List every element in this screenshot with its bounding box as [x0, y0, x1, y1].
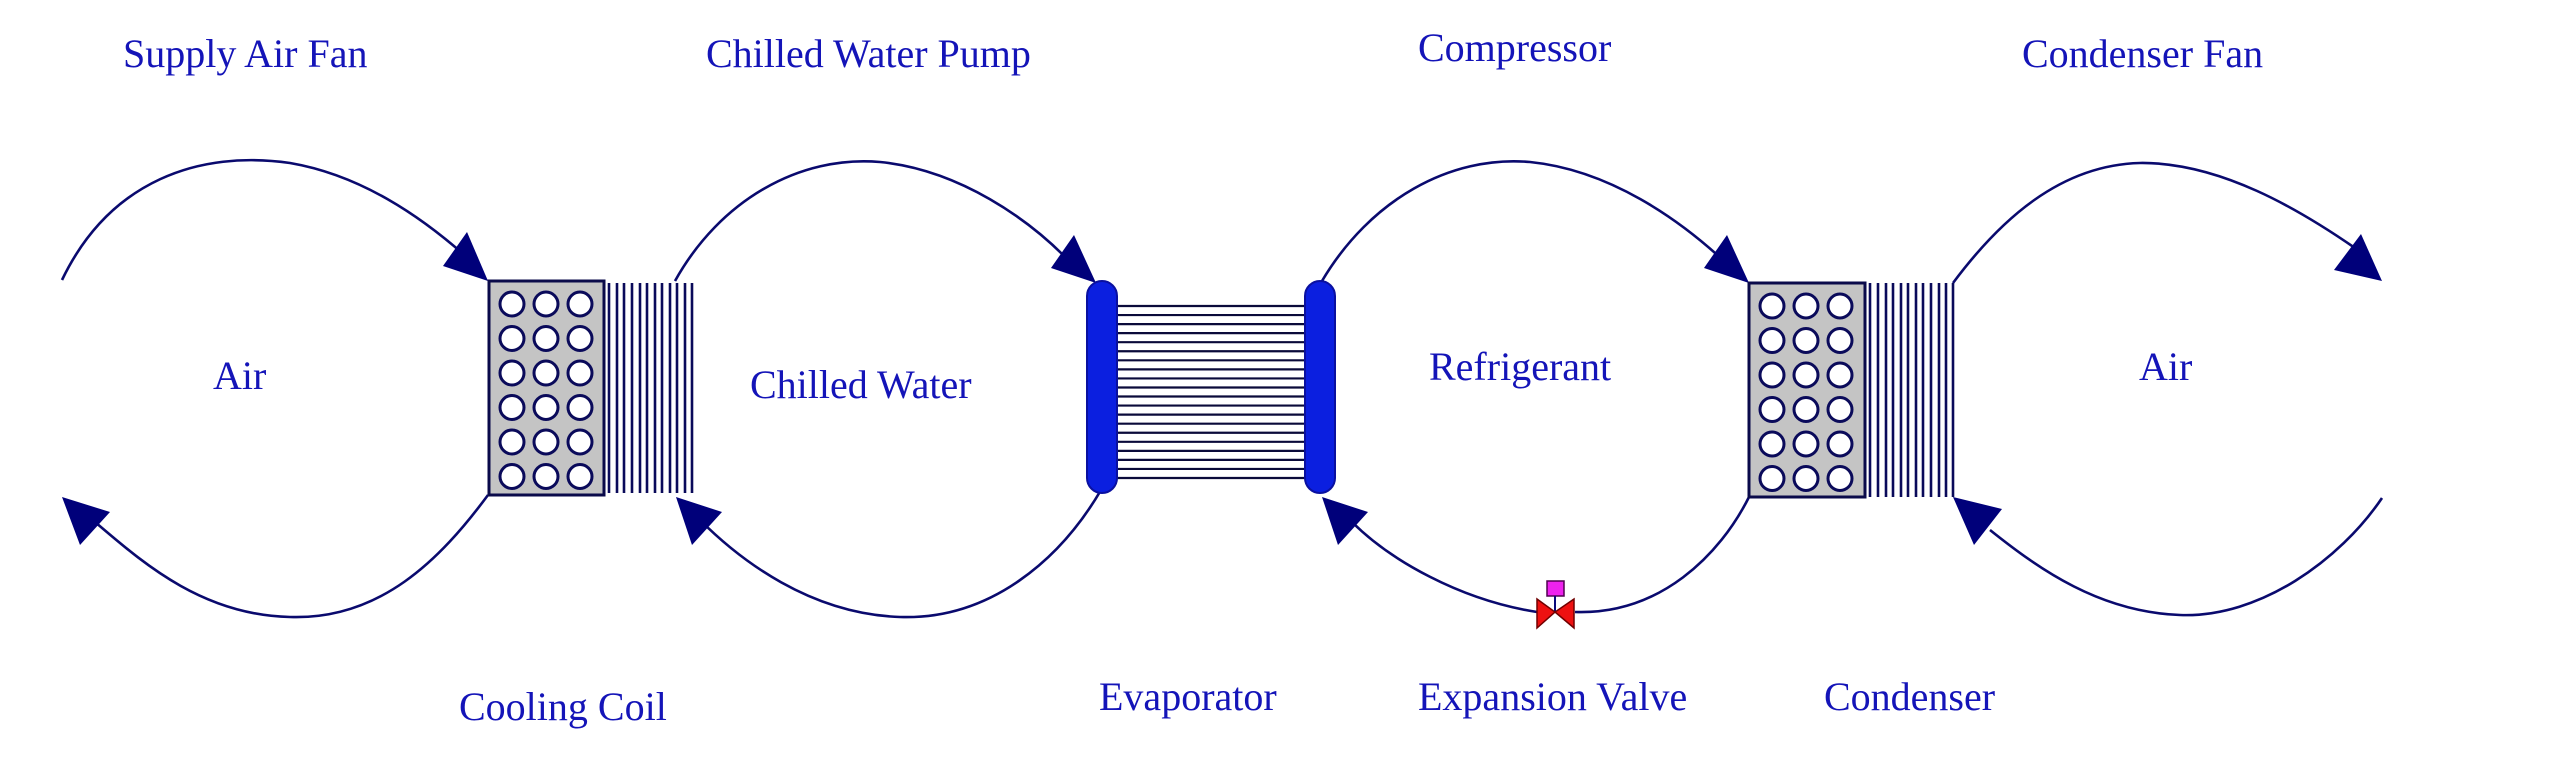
tube-icon — [498, 359, 526, 387]
tube-icon — [1792, 465, 1820, 492]
finned-coil-heat-exchanger-icon — [1747, 281, 1955, 499]
tube-icon — [532, 394, 560, 421]
tube-icon — [1826, 465, 1854, 492]
tube-icon — [532, 359, 560, 387]
cooling-coil — [487, 279, 694, 497]
tube-icon — [498, 290, 526, 318]
tube-icon — [566, 359, 594, 387]
flow-line-air-supply — [60, 158, 471, 281]
arrowhead-icon — [1322, 497, 1368, 545]
tube-icon — [1826, 361, 1854, 389]
arrowhead-icon — [2334, 234, 2382, 281]
flow-line-chilled-water-return — [699, 489, 1103, 619]
cooling-coil-fins — [607, 283, 694, 493]
tube-icon — [532, 428, 560, 456]
flow-line-refrigerant-expanded — [1351, 521, 1538, 614]
arrowhead-icon — [1953, 497, 2002, 545]
tube-icon — [566, 325, 594, 352]
tube-icon — [1758, 327, 1786, 354]
condenser-fins — [1868, 283, 1955, 497]
tube-icon — [566, 394, 594, 421]
tube-icon — [1792, 292, 1820, 320]
tube-icon — [1826, 430, 1854, 458]
evaporator-right-header — [1304, 280, 1336, 494]
tube-icon — [1826, 396, 1854, 423]
tube-icon — [1826, 292, 1854, 320]
finned-coil-heat-exchanger-icon — [487, 279, 694, 497]
label-condenser: Condenser — [1824, 674, 1995, 719]
label-compressor: Compressor — [1418, 25, 1611, 70]
tube-icon — [566, 290, 594, 318]
arrowhead-icon — [443, 232, 488, 281]
flow-line-condenser-air-out — [1951, 161, 2356, 284]
evaporator-left-header — [1086, 280, 1118, 494]
evaporator-tubes — [1113, 304, 1310, 480]
valve-body-right — [1553, 597, 1575, 630]
flow-line-refrigerant-liquid — [1574, 496, 1751, 614]
condenser-air-loop — [1951, 161, 2384, 617]
tube-icon — [1758, 396, 1786, 423]
tube-icon — [1826, 327, 1854, 354]
flow-line-air-return — [94, 494, 490, 619]
evaporator — [1086, 280, 1336, 494]
tube-icon — [498, 325, 526, 352]
tube-icon — [1792, 327, 1820, 354]
tube-icon — [566, 463, 594, 490]
tube-icon — [1758, 430, 1786, 458]
tube-icon — [1758, 292, 1786, 320]
tube-icon — [566, 428, 594, 456]
label-expansion-valve: Expansion Valve — [1418, 674, 1687, 719]
tube-icon — [498, 394, 526, 421]
arrowhead-icon — [1051, 235, 1096, 283]
tube-icon — [1758, 465, 1786, 492]
expansion-valve — [1536, 580, 1575, 630]
refrigerant-loop — [1320, 160, 1751, 614]
tube-icon — [1792, 430, 1820, 458]
label-air-right: Air — [2139, 344, 2192, 389]
label-chilled-water: Chilled Water — [750, 362, 972, 407]
chilled-water-loop — [673, 160, 1103, 619]
label-air-left: Air — [213, 353, 266, 398]
flow-line-chilled-water-supply — [673, 160, 1071, 282]
tube-icon — [498, 463, 526, 490]
tube-icon — [532, 463, 560, 490]
label-supply-air-fan: Supply Air Fan — [123, 31, 367, 76]
tube-icon — [1758, 361, 1786, 389]
valve-icon — [1536, 580, 1575, 630]
tube-icon — [1792, 396, 1820, 423]
label-refrigerant: Refrigerant — [1429, 344, 1611, 389]
arrowhead-icon — [676, 497, 722, 545]
cooling-coil-tubes — [498, 290, 594, 490]
arrowhead-icon — [62, 497, 110, 545]
tube-icon — [532, 325, 560, 352]
arrowhead-icon — [1704, 235, 1749, 283]
valve-actuator — [1546, 580, 1565, 597]
flow-line-refrigerant-discharge — [1320, 160, 1726, 282]
flow-line-condenser-air-in — [1989, 497, 2384, 617]
label-evaporator: Evaporator — [1099, 674, 1277, 719]
condenser — [1747, 281, 1955, 499]
tube-icon — [498, 428, 526, 456]
label-cooling-coil: Cooling Coil — [459, 684, 667, 729]
shell-and-tube-heat-exchanger-icon — [1086, 280, 1336, 494]
supply-air-loop — [60, 158, 490, 619]
valve-body-left — [1536, 597, 1557, 630]
label-condenser-fan: Condenser Fan — [2022, 31, 2263, 76]
condenser-tubes — [1758, 292, 1854, 492]
tube-icon — [532, 290, 560, 318]
tube-icon — [1792, 361, 1820, 389]
label-chilled-water-pump: Chilled Water Pump — [706, 31, 1031, 76]
